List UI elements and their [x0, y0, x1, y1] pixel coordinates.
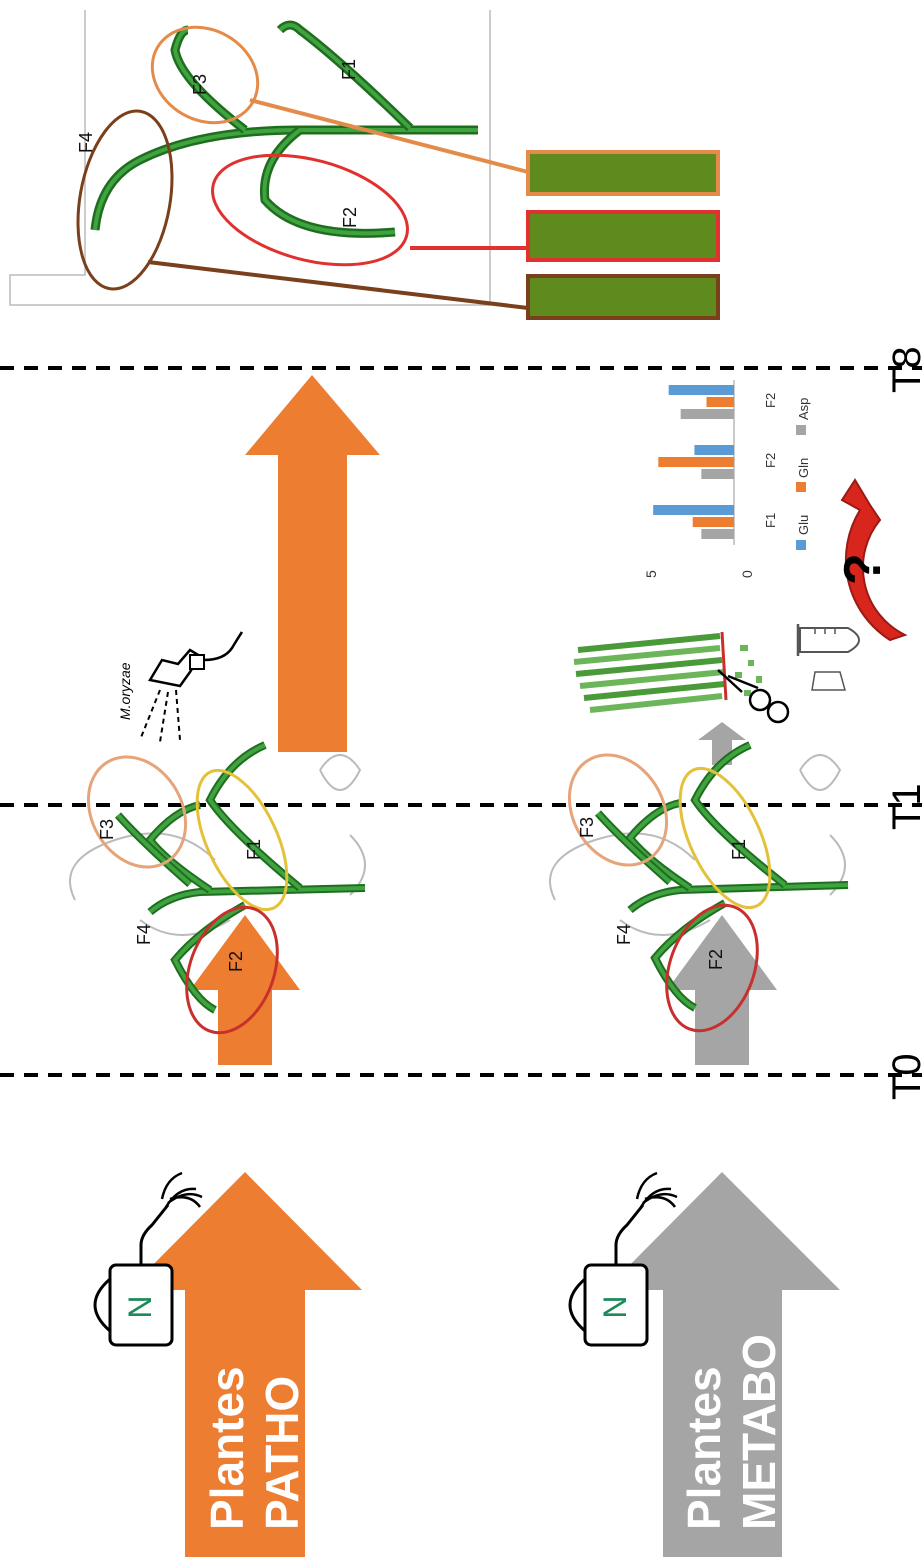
- legend-swatch-asp: [796, 425, 806, 435]
- leaf-sample-f4: [526, 274, 720, 320]
- pathogen-label: M.oryzae: [117, 662, 133, 720]
- t8-f4-label: F4: [76, 132, 96, 153]
- patho-f2-label: F2: [226, 951, 246, 972]
- t8-f2-circle: [211, 153, 409, 267]
- fertilizer-n-label-metabo: N: [597, 1295, 633, 1318]
- bar-gln-1: [658, 457, 734, 467]
- legend-label-asp: Asp: [796, 398, 811, 420]
- sprayer-icon: [139, 631, 244, 743]
- bar-glu-1: [694, 445, 734, 455]
- patho-f3-circle: [86, 755, 188, 869]
- t1-label: T1: [885, 783, 922, 830]
- metabo-main-arrow: [605, 1172, 840, 1557]
- patho-f1-circle: [195, 768, 289, 912]
- category-label-f2b: F2: [763, 393, 778, 408]
- t8-f3-label: F3: [190, 74, 210, 95]
- metabo-label-line1: Plantes: [678, 1366, 730, 1530]
- connector-f4: [147, 260, 529, 310]
- t8-f1-label: F1: [339, 59, 359, 80]
- metabo-f4-label: F4: [614, 924, 634, 945]
- t8-f4-circle: [76, 109, 174, 291]
- fertilizer-n-label-patho: N: [122, 1295, 158, 1318]
- bar-gln-2: [706, 397, 734, 407]
- legend-label-gln: Gln: [796, 458, 811, 478]
- patho-t1-t8-arrow: [245, 375, 380, 752]
- scissors-icon: [717, 669, 790, 724]
- metabo-f1-label: F1: [729, 839, 749, 860]
- metabo-f3-circle: [567, 753, 669, 867]
- cut-leaves-bundle: [573, 631, 762, 713]
- metabo-label-line2: METABO: [733, 1334, 785, 1530]
- patho-main-arrow: [128, 1172, 362, 1557]
- patho-f3-label: F3: [97, 819, 117, 840]
- watering-can-metabo-icon: N: [568, 1171, 678, 1347]
- patho-f1-label: F1: [244, 839, 264, 860]
- category-label-f1: F1: [763, 513, 778, 528]
- bar-gln-0: [692, 517, 734, 527]
- metabo-sampling-arrow: [698, 722, 746, 765]
- t8-f2-label: F2: [340, 207, 360, 228]
- t0-label: T0: [885, 1053, 922, 1100]
- ytick-label-5: 5: [643, 570, 659, 578]
- patho-t0-t1-arrow: [190, 915, 300, 1065]
- leaf-sample-f3: [526, 150, 720, 196]
- amino-acid-bar-chart: 0 5 F1 F2 F2 Glu Gln Asp: [643, 380, 811, 578]
- metabo-f3-label: F3: [577, 817, 597, 838]
- legend-label-glu: Glu: [796, 515, 811, 535]
- watering-can-patho-icon: N: [93, 1171, 203, 1347]
- bar-asp-0: [701, 529, 734, 539]
- leaf-sample-f2: [526, 210, 720, 262]
- feedback-curved-arrow: [840, 478, 908, 642]
- chart-legend: Glu Gln Asp: [796, 398, 811, 550]
- metabo-rice-plant: F1 F2 F3 F4: [549, 741, 849, 1033]
- patho-f4-label: F4: [134, 924, 154, 945]
- bar-asp-1: [701, 469, 734, 479]
- t8-label: T8: [885, 346, 922, 393]
- patho-label-line1: Plantes: [201, 1366, 253, 1530]
- patho-rice-plant: F1 F2 F3 F4: [69, 741, 366, 1035]
- question-mark: ?: [834, 553, 892, 585]
- bar-glu-0: [653, 505, 734, 515]
- t8-rice-plant: F1 F2 F3 F4: [9, 10, 491, 306]
- test-tube-icon: [796, 624, 860, 691]
- patho-label-line2: PATHO: [256, 1376, 308, 1530]
- legend-swatch-glu: [796, 540, 806, 550]
- legend-swatch-gln: [796, 482, 806, 492]
- bar-asp-2: [680, 409, 734, 419]
- ytick-label-0: 0: [739, 570, 755, 578]
- metabo-f2-circle: [665, 903, 759, 1033]
- metabo-f1-circle: [678, 766, 772, 910]
- bar-glu-2: [668, 385, 734, 395]
- metabo-t0-t1-arrow: [667, 915, 777, 1065]
- category-label-f2a: F2: [763, 453, 778, 468]
- connector-f3: [249, 98, 529, 174]
- chart-bars: [653, 385, 734, 539]
- patho-f2-circle: [185, 905, 279, 1035]
- metabo-f2-label: F2: [706, 949, 726, 970]
